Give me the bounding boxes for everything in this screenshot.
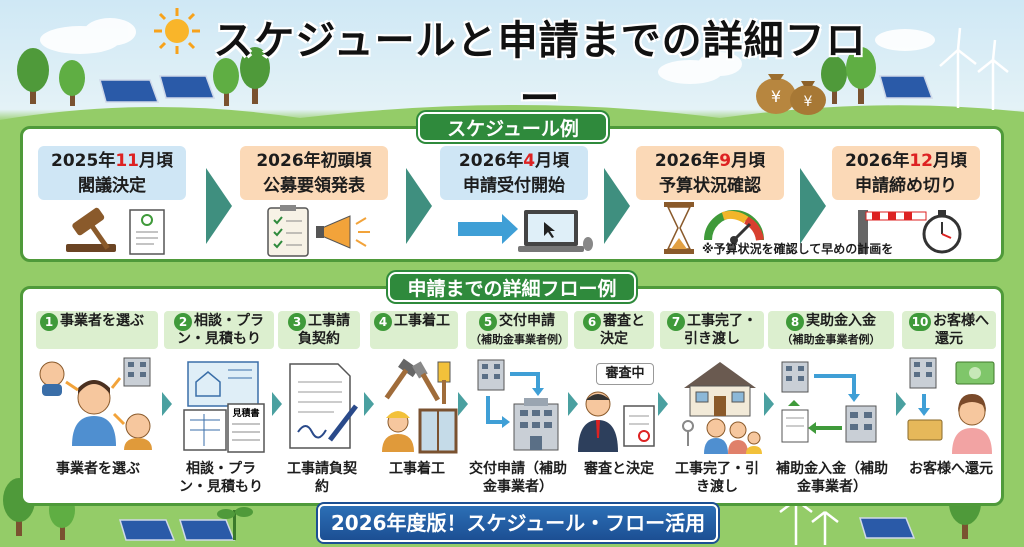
choose-contractor-icon <box>39 357 152 450</box>
flow-heading: 申請までの詳細フロー例 <box>388 272 636 302</box>
svg-text:見積書: 見積書 <box>231 407 259 419</box>
flow-caption-10: お客様へ還元 <box>909 461 993 477</box>
schedule-heading: スケジュール例 <box>418 112 608 142</box>
laptop-icon <box>458 210 593 252</box>
seedling-icon <box>217 507 253 540</box>
flow-caption-2: 相談・プラン・見積もり <box>179 461 263 495</box>
flow-caption-6: 審査と決定 <box>584 461 654 477</box>
flow-caption-8: 補助金入金（補助金事業者） <box>776 461 888 495</box>
chevron-right-icon <box>604 168 630 244</box>
customer-return-icon <box>907 357 995 454</box>
subsidy-deposit-icon <box>781 361 877 443</box>
budget-note: ※予算状況を確認して早めの計画を <box>702 242 894 256</box>
flow-caption-5: 交付申請（補助金事業者） <box>469 461 567 495</box>
hourglass-gauge-icon <box>664 202 764 254</box>
flow-caption-7: 工事完了・引き渡し <box>675 461 759 495</box>
flow-caption-1: 事業者を選ぶ <box>56 461 140 477</box>
house-handover-icon <box>682 362 762 454</box>
review-officer-icon <box>578 391 655 452</box>
sun-icon <box>154 8 200 54</box>
chevron-right-icon <box>364 392 374 416</box>
chevron-right-icon <box>206 168 232 244</box>
chevron-right-icon <box>658 392 668 416</box>
chevron-right-icon <box>458 392 468 416</box>
schedule-item-2: 2026年初頭頃 公募要領発表 <box>240 146 388 200</box>
wind-turbine-icon <box>779 27 1009 545</box>
flow-caption-3: 工事請負契約 <box>287 461 357 495</box>
schedule-item-3: 2026年4月頃 申請受付開始 <box>440 146 588 200</box>
flow-caption-4: 工事着工 <box>389 461 445 477</box>
blueprint-estimate-icon: 見積書 <box>183 361 265 453</box>
barrier-stopwatch-icon <box>858 210 962 254</box>
chevron-right-icon <box>162 392 172 416</box>
page-title: スケジュールと申請までの詳細フロー <box>213 18 867 122</box>
contract-document-icon <box>289 363 358 449</box>
chevron-right-icon <box>800 168 826 244</box>
svg-text:¥: ¥ <box>771 87 781 106</box>
clipboard-megaphone-icon <box>267 205 370 257</box>
chevron-right-icon <box>272 392 282 416</box>
schedule-item-4: 2026年9月頃 予算状況確認 <box>636 146 784 200</box>
money-bag-icon: ¥ ¥ <box>756 74 826 115</box>
schedule-item-5: 2026年12月頃 申請締め切り <box>832 146 980 200</box>
chevron-right-icon <box>406 168 432 244</box>
svg-text:¥: ¥ <box>804 94 813 110</box>
gavel-icon <box>66 207 165 255</box>
subsidy-application-icon <box>477 359 559 451</box>
footer-banner: 2026年度版！スケジュール・フロー活用 <box>318 504 718 542</box>
chevron-right-icon <box>568 392 578 416</box>
schedule-item-1: 2025年11月頃 閣議決定 <box>38 146 186 200</box>
chevron-right-icon <box>896 392 906 416</box>
construction-tools-icon <box>382 358 458 454</box>
chevron-right-icon <box>764 392 774 416</box>
review-badge: 審査中 <box>596 363 654 385</box>
tree-icon <box>3 47 981 540</box>
